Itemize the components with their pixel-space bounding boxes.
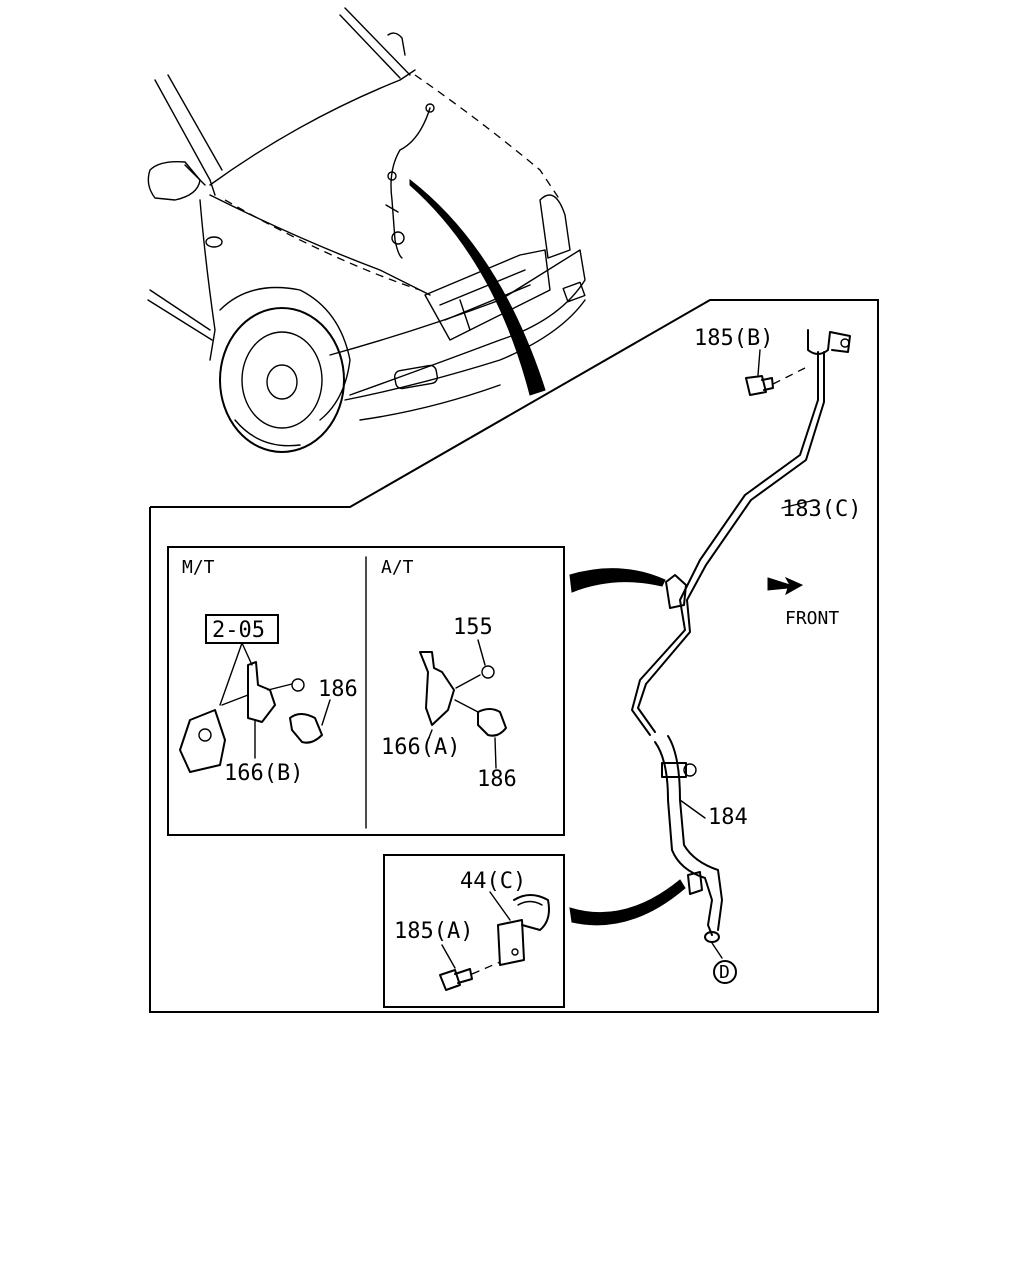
label-mt: M/T (182, 557, 215, 578)
label-183c: 183(C) (782, 497, 861, 522)
label-185a: 185(A) (394, 919, 473, 944)
label-186-at: 186 (477, 767, 517, 792)
label-connector-d: D (719, 962, 730, 983)
vehicle-illustration (147, 7, 586, 453)
label-185b: 185(B) (694, 326, 773, 351)
label-186-mt: 186 (318, 677, 358, 702)
clip-44c-assembly (439, 891, 550, 991)
label-at: A/T (381, 557, 414, 578)
label-155: 155 (453, 615, 493, 640)
brake-pipe-assembly (631, 329, 851, 984)
label-166a: 166(A) (381, 735, 460, 760)
inset-clip (383, 854, 565, 1008)
bolt-185b (745, 367, 806, 396)
label-ref-2-05: 2-05 (212, 618, 265, 643)
inset-transmission (167, 546, 565, 836)
main-frame (149, 299, 879, 1013)
label-184: 184 (708, 805, 748, 830)
connector-d-circle (713, 960, 737, 984)
label-166b: 166(B) (224, 761, 303, 786)
label-front: FRONT (785, 608, 839, 629)
label-44c: 44(C) (460, 869, 526, 894)
front-arrow-icon (767, 576, 804, 596)
mt-valve-assembly (179, 614, 331, 773)
at-valve-assembly (419, 639, 507, 769)
